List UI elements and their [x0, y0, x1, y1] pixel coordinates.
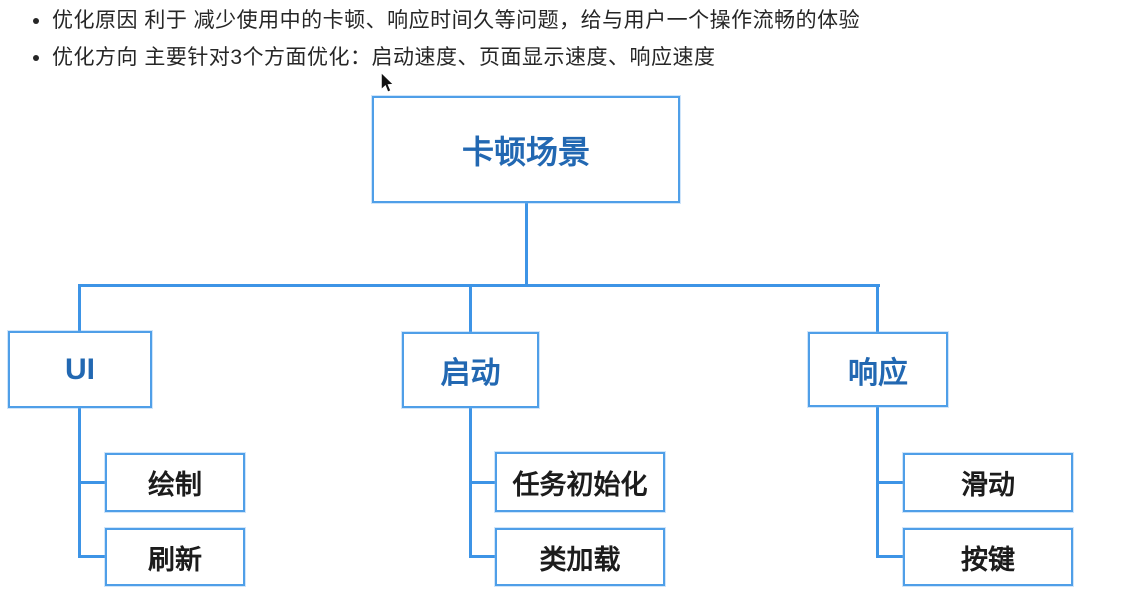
connector-startup-branch-taskinit: [469, 481, 495, 484]
tree-node-startup: 启动: [402, 332, 539, 408]
connector-ui-branch-draw: [78, 481, 105, 484]
connector-response-branch-keypress: [876, 555, 903, 558]
bullet-list: 优化原因 利于 减少使用中的卡顿、响应时间久等问题，给与用户一个操作流畅的体验 …: [34, 2, 860, 77]
tree-node-task-init: 任务初始化: [495, 452, 665, 512]
connector-level1-horizontal: [78, 284, 880, 287]
bullet-item-optimization-direction: 优化方向 主要针对3个方面优化：启动速度、页面显示速度、响应速度: [52, 39, 860, 76]
bullet-item-optimization-reason: 优化原因 利于 减少使用中的卡顿、响应时间久等问题，给与用户一个操作流畅的体验: [52, 2, 860, 39]
tree-node-slide: 滑动: [903, 453, 1073, 512]
connector-drop-startup: [469, 284, 472, 332]
tree-node-draw: 绘制: [105, 453, 245, 512]
connector-startup-branch-classload: [469, 555, 495, 558]
tree-node-lag-scenarios: 卡顿场景: [372, 96, 680, 203]
connector-root-down: [525, 203, 528, 286]
tree-node-refresh: 刷新: [105, 528, 245, 586]
tree-node-response: 响应: [808, 332, 948, 407]
tree-node-keypress: 按键: [903, 528, 1073, 586]
connector-ui-branch-refresh: [78, 555, 105, 558]
connector-response-branch-slide: [876, 481, 903, 484]
tree-node-ui: UI: [8, 331, 152, 408]
tree-node-class-load: 类加载: [495, 528, 665, 586]
connector-drop-ui: [78, 284, 81, 331]
connector-drop-response: [876, 284, 879, 332]
mouse-pointer-icon: [381, 73, 394, 93]
